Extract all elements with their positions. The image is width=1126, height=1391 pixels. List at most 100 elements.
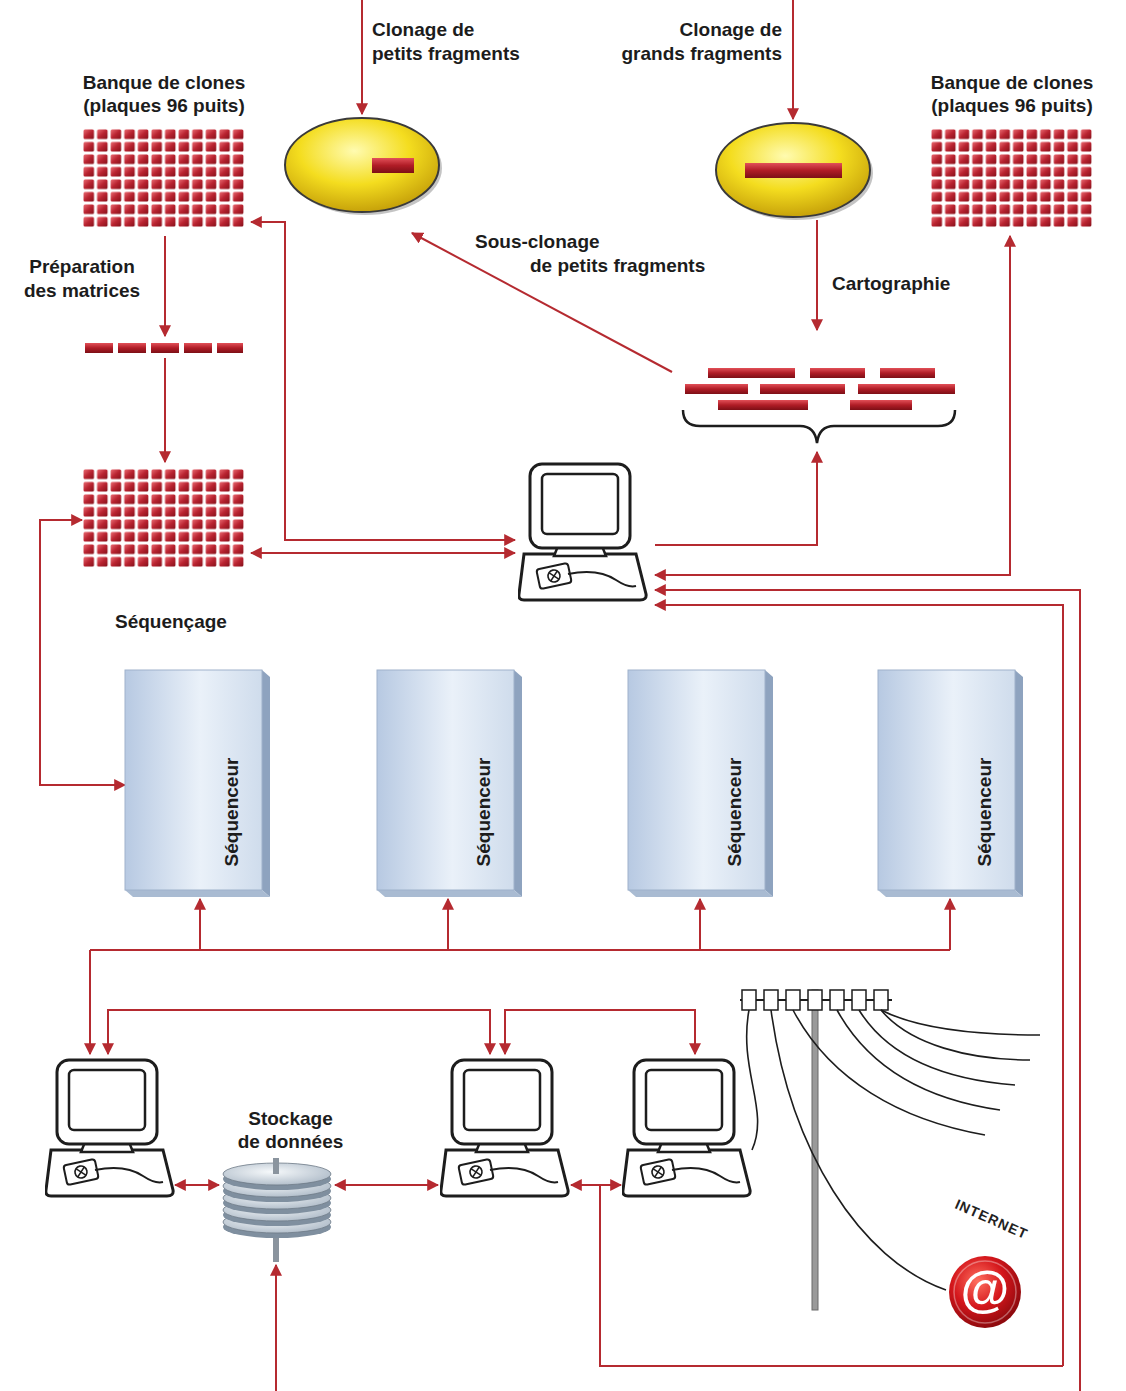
wire bbox=[793, 1010, 985, 1135]
sequencer-cabinet bbox=[628, 670, 775, 898]
flow-arrow bbox=[655, 452, 817, 545]
flow-arrow bbox=[505, 1010, 695, 1054]
sequencer-label: Séquenceur bbox=[973, 758, 997, 867]
cabinet-front bbox=[878, 670, 1015, 890]
flow-arrow bbox=[655, 236, 1010, 575]
wire bbox=[747, 1010, 758, 1150]
map-fragment bbox=[760, 384, 845, 394]
well-grid bbox=[930, 128, 1093, 228]
flow-arrow bbox=[699, 899, 701, 950]
flow-arrow bbox=[89, 950, 91, 1054]
sequencer: Séquenceur bbox=[125, 670, 262, 890]
spindle-top bbox=[273, 1158, 279, 1174]
small-fragment-vessel bbox=[285, 118, 439, 212]
well-grid bbox=[82, 128, 245, 228]
map-fragment bbox=[858, 384, 955, 394]
badge-circle bbox=[949, 1256, 1021, 1328]
wire bbox=[771, 1010, 946, 1290]
flow-arrow bbox=[949, 899, 951, 950]
map-fragment bbox=[810, 368, 865, 378]
storage-heading: Stockage de données bbox=[236, 1107, 345, 1155]
process-label: Sous-clonage de petits fragments bbox=[530, 230, 714, 278]
flow-arrow bbox=[275, 1265, 277, 1391]
cabinet-side bbox=[514, 670, 522, 897]
map-fragment bbox=[880, 368, 935, 378]
computer-icon bbox=[46, 1060, 173, 1196]
computer-icon bbox=[441, 1060, 568, 1196]
sequencer-cabinet bbox=[377, 670, 524, 898]
sequencer: Séquenceur bbox=[377, 670, 514, 890]
cabinet-front bbox=[628, 670, 765, 890]
sequencer-label: Séquenceur bbox=[723, 758, 747, 867]
insulator bbox=[742, 990, 756, 1010]
sequencer: Séquenceur bbox=[878, 670, 1015, 890]
flow-line bbox=[90, 949, 950, 951]
cabinet-side bbox=[765, 670, 773, 897]
data-storage: Stockage de données bbox=[222, 1164, 332, 1234]
wire bbox=[859, 1010, 1015, 1085]
small-fragment bbox=[372, 158, 414, 173]
map-fragment bbox=[850, 400, 912, 410]
sequencer: Séquenceur bbox=[628, 670, 765, 890]
pole bbox=[812, 990, 818, 1310]
wire bbox=[881, 1010, 1040, 1035]
insulators bbox=[742, 990, 888, 1010]
template-bar bbox=[118, 343, 146, 353]
large-fragment-vessel bbox=[716, 123, 870, 217]
sequencer-label: Séquenceur bbox=[220, 758, 244, 867]
well-plate bbox=[82, 128, 245, 228]
cabinet-bottom bbox=[878, 890, 1023, 897]
flow-arrow bbox=[251, 222, 515, 540]
process-label: Cartographie bbox=[832, 272, 950, 296]
large-fragment bbox=[745, 163, 842, 178]
flow-arrow bbox=[792, 0, 794, 119]
flow-arrow bbox=[816, 220, 818, 330]
computer-icon bbox=[623, 1060, 750, 1196]
template-bar bbox=[85, 343, 113, 353]
computer-icon bbox=[519, 464, 646, 600]
section-heading: Séquençage bbox=[115, 610, 227, 634]
template-bar bbox=[217, 343, 243, 353]
cabinet-bottom bbox=[125, 890, 270, 897]
process-label: Préparation des matrices bbox=[12, 255, 152, 303]
well-grid bbox=[82, 468, 245, 568]
flow-arrow bbox=[164, 358, 166, 462]
wire bbox=[837, 1010, 1000, 1110]
process-label: Clonage de petits fragments bbox=[372, 18, 526, 66]
network-wires bbox=[747, 1010, 1040, 1290]
insulator bbox=[808, 990, 822, 1010]
disk-stack bbox=[222, 1164, 332, 1234]
well-plate bbox=[930, 128, 1093, 228]
flow-arrow bbox=[335, 1184, 438, 1186]
template-bar bbox=[151, 343, 179, 353]
flow-line bbox=[600, 1185, 1063, 1366]
flow-arrow bbox=[164, 236, 166, 336]
insulator bbox=[786, 990, 800, 1010]
cabinet-side bbox=[262, 670, 270, 897]
flow-arrow bbox=[251, 552, 515, 554]
flow-arrow bbox=[412, 233, 672, 372]
internet-word: INTERNET bbox=[952, 1196, 1030, 1244]
insulator bbox=[764, 990, 778, 1010]
insulator bbox=[852, 990, 866, 1010]
cabinet-bottom bbox=[377, 890, 522, 897]
bank-heading: Banque de clones (plaques 96 puits) bbox=[912, 71, 1112, 119]
cabinet-front bbox=[125, 670, 262, 890]
insulator bbox=[830, 990, 844, 1010]
template-plate: Séquençage bbox=[82, 468, 245, 568]
process-label: Clonage de grands fragments bbox=[617, 18, 782, 66]
map-fragment bbox=[685, 384, 748, 394]
well-plate bbox=[82, 468, 245, 568]
clone-bank: Banque de clones (plaques 96 puits) bbox=[82, 128, 245, 228]
flow-arrow bbox=[571, 1184, 621, 1186]
map-fragment bbox=[718, 400, 808, 410]
at-sign: @ bbox=[948, 1255, 1022, 1329]
sequencer-label: Séquenceur bbox=[472, 758, 496, 867]
map-fragment bbox=[708, 368, 795, 378]
flow-arrow bbox=[447, 899, 449, 950]
flow-arrow bbox=[175, 1184, 219, 1186]
cabinet-side bbox=[1015, 670, 1023, 897]
template-bar bbox=[184, 343, 212, 353]
